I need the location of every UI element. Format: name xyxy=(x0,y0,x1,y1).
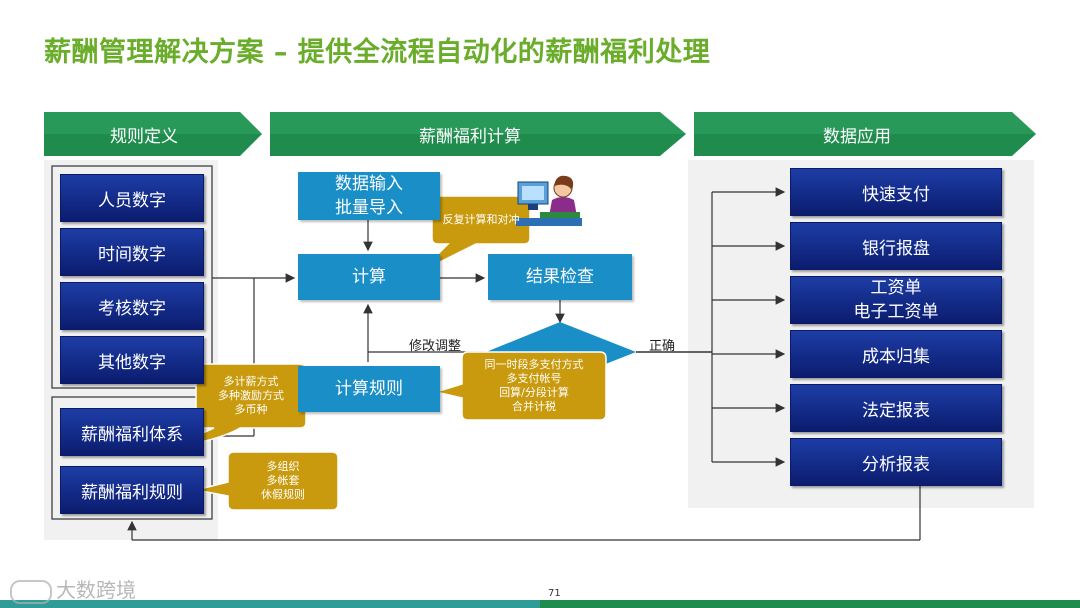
result-check-box[interactable]: 结果检查 xyxy=(488,254,632,300)
callout-recalc-text: 反复计算和对冲 xyxy=(434,198,528,242)
callout-multi-org-text: 多组织 多帐套 休假规则 xyxy=(230,454,336,508)
correct-label: 正确 xyxy=(649,335,675,354)
calc-rules-box[interactable]: 计算规则 xyxy=(298,366,440,412)
watermark-logo-icon xyxy=(10,580,52,604)
phase-rules-label: 规则定义 xyxy=(44,112,244,156)
watermark: 大数跨境 xyxy=(10,574,136,604)
payslip[interactable]: 工资单 电子工资单 xyxy=(790,276,1002,324)
digit-assessment[interactable]: 考核数字 xyxy=(60,282,204,330)
bank-report[interactable]: 银行报盘 xyxy=(790,222,1002,270)
digit-personnel[interactable]: 人员数字 xyxy=(60,174,204,222)
analysis-report[interactable]: 分析报表 xyxy=(790,438,1002,486)
data-input-box[interactable]: 数据输入 批量导入 xyxy=(298,172,440,220)
callout-multi-calc-text: 多计薪方式 多种激励方式 多币种 xyxy=(198,366,304,426)
pay-benefit-system[interactable]: 薪酬福利体系 xyxy=(60,408,204,456)
watermark-text: 大数跨境 xyxy=(56,578,136,602)
phase-apply-label: 数据应用 xyxy=(694,112,1020,156)
digit-other[interactable]: 其他数字 xyxy=(60,336,204,384)
digit-time[interactable]: 时间数字 xyxy=(60,228,204,276)
pay-benefit-rules[interactable]: 薪酬福利规则 xyxy=(60,466,204,514)
page-number: 71 xyxy=(548,588,561,599)
phase-calc-label: 薪酬福利计算 xyxy=(270,112,670,156)
callout-payment-text: 同一时段多支付方式 多支付帐号 回算/分段计算 合并计税 xyxy=(464,354,604,418)
cost-collection[interactable]: 成本归集 xyxy=(790,330,1002,378)
modify-adjust-label: 修改调整 xyxy=(409,335,461,354)
calculation-box[interactable]: 计算 xyxy=(298,254,440,300)
statutory-report[interactable]: 法定报表 xyxy=(790,384,1002,432)
quick-payment[interactable]: 快速支付 xyxy=(790,168,1002,216)
